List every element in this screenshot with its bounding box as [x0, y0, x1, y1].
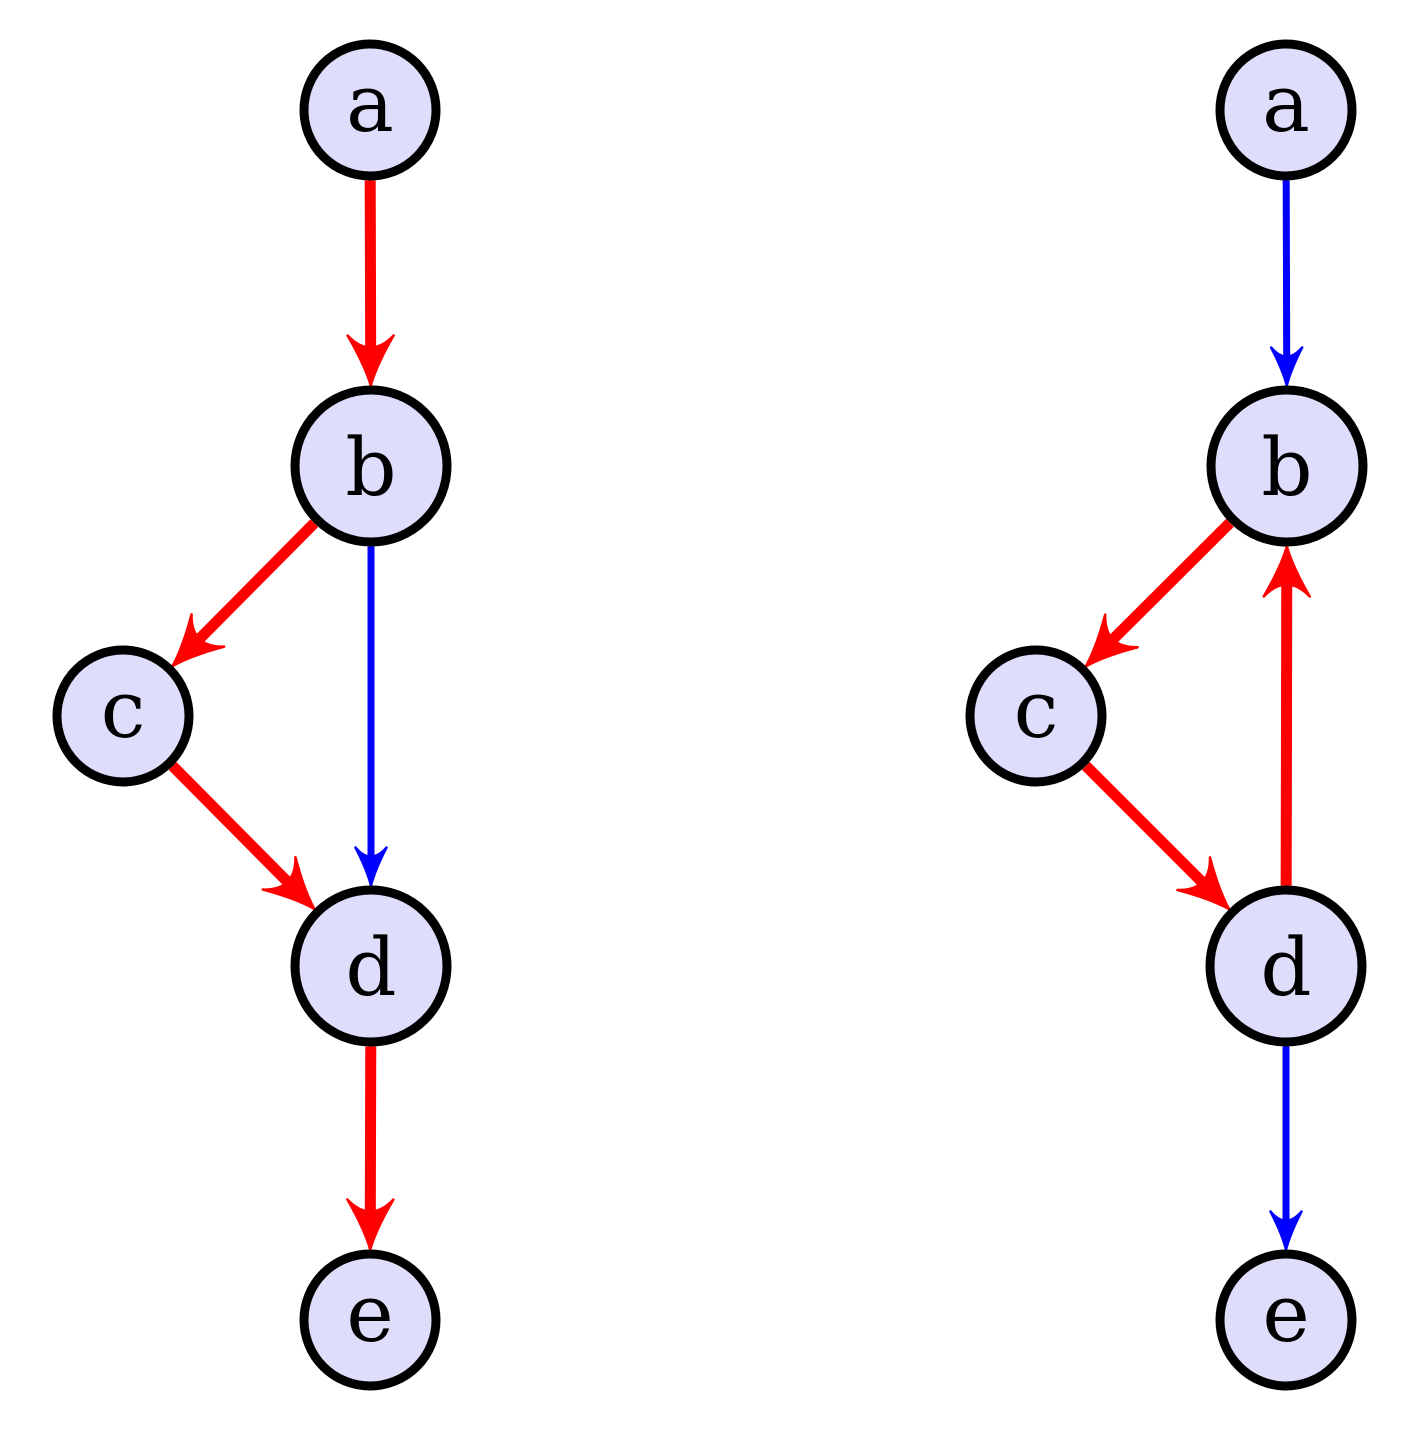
left-graph-edge-b-c — [186, 519, 319, 653]
right-graph-edge-d-e-arrowhead-icon — [1269, 1210, 1303, 1251]
left-graph-node-b — [290, 385, 452, 547]
right-graph-node-c-label: c — [1014, 663, 1059, 756]
left-graph-edge-a-b — [364, 180, 377, 361]
right-graph-node-b-label: b — [1261, 421, 1312, 514]
left-graph-node-e — [299, 1249, 441, 1391]
right-graph-node-d — [1205, 885, 1367, 1047]
right-graph-edge-b-c-arrowhead-icon — [1084, 613, 1139, 668]
right-graph-edge-c-d-arrowhead-icon — [1176, 856, 1231, 911]
right-graph-node-a-label: a — [1262, 57, 1310, 150]
left-graph-edge-b-d-arrowhead-icon — [354, 846, 388, 887]
left-graph-node-c-label: c — [101, 663, 146, 756]
right-graph-node-b — [1206, 385, 1368, 547]
right-graph-edge-a-b — [1282, 180, 1291, 367]
left-graph-edge-a-b-arrowhead-icon — [346, 334, 395, 387]
right-graph-edge-c-d — [1081, 761, 1216, 896]
left-graph-edge-b-c-arrowhead-icon — [171, 613, 226, 668]
left-graph-node-a-label: a — [346, 57, 394, 150]
left-graph-node-c — [52, 645, 194, 787]
right-graph-node-e-label: e — [1262, 1267, 1309, 1360]
left-graph-node-b-label: b — [345, 421, 396, 514]
left-graph-edge-c-d-arrowhead-icon — [261, 855, 316, 911]
left-graph-node-e-label: e — [346, 1267, 393, 1360]
right-graph-node-d-label: d — [1260, 921, 1311, 1014]
left-graph-node-a — [299, 39, 441, 181]
left-graph-node-d — [290, 885, 452, 1047]
right-graph-edge-b-c — [1099, 518, 1234, 653]
right-graph-edge-d-b-arrowhead-icon — [1262, 545, 1311, 598]
right-graph-node-c — [965, 645, 1107, 787]
left-graph-edge-c-d — [168, 762, 301, 895]
left-graph: a b c d e — [52, 39, 452, 1391]
left-graph-edge-d-e — [364, 1046, 377, 1225]
right-graph-edge-a-b-arrowhead-icon — [1269, 346, 1304, 387]
left-graph-node-d-label: d — [345, 921, 396, 1014]
right-graph-edge-d-b — [1280, 571, 1293, 886]
left-graph-edge-d-e-arrowhead-icon — [346, 1198, 395, 1251]
right-graph: a b c d e — [965, 39, 1368, 1391]
right-graph-node-e — [1215, 1249, 1357, 1391]
right-graph-node-a — [1215, 39, 1357, 181]
